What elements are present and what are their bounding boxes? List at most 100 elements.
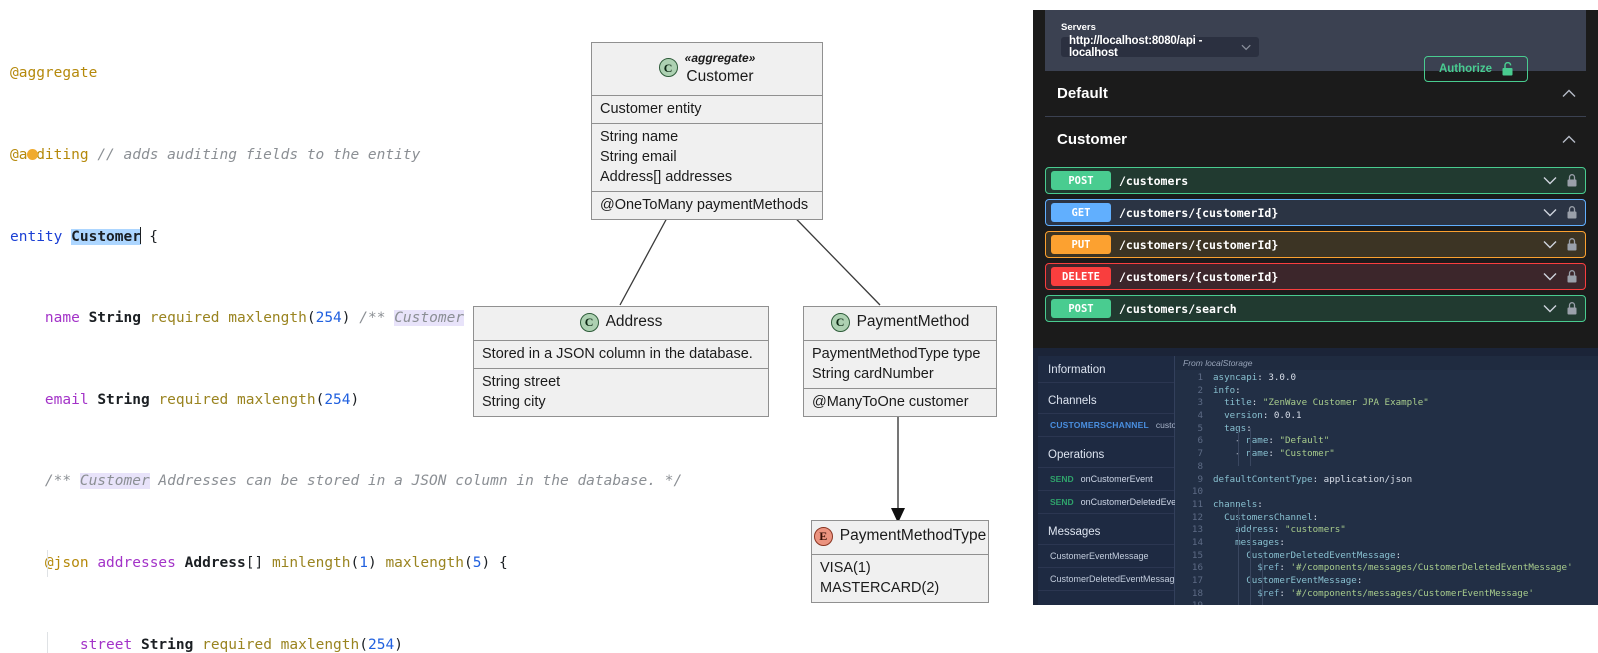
- uml-class-address[interactable]: C Address Stored in a JSON column in the…: [473, 306, 769, 417]
- chevron-down-icon[interactable]: [1543, 272, 1557, 281]
- code-line[interactable]: 10: [1175, 486, 1598, 499]
- sidebar-item-channel[interactable]: CUSTOMERSCHANNEL custom...: [1038, 414, 1190, 437]
- code-line[interactable]: 17 CustomerEventMessage:: [1175, 575, 1598, 588]
- sidebar-header-operations[interactable]: Operations: [1038, 437, 1174, 468]
- swagger-ui-panel[interactable]: Servers http://localhost:8080/api - loca…: [1033, 10, 1598, 348]
- code-line[interactable]: 6 - name: "Default": [1175, 435, 1598, 448]
- chevron-up-icon[interactable]: [1562, 135, 1576, 144]
- operation-row[interactable]: GET/customers/{customerId}: [1045, 199, 1586, 226]
- line-number: 1: [1197, 372, 1203, 383]
- line-number: 14: [1191, 536, 1203, 548]
- code-line[interactable]: 8: [1175, 461, 1598, 474]
- send-badge: SEND: [1050, 474, 1074, 484]
- code-line[interactable]: street String required maxlength(254): [10, 631, 1033, 653]
- lock-icon[interactable]: [1567, 302, 1577, 315]
- operation-row[interactable]: PUT/customers/{customerId}: [1045, 231, 1586, 258]
- code-line[interactable]: @aggregate: [10, 65, 98, 82]
- code-line[interactable]: 5 tags:: [1175, 423, 1598, 436]
- server-select[interactable]: http://localhost:8080/api - localhost: [1061, 35, 1259, 59]
- uml-class-name: PaymentMethod: [856, 313, 970, 331]
- line-text: address: "customers": [1235, 524, 1346, 536]
- lock-icon[interactable]: [1567, 238, 1577, 251]
- asyncapi-sidebar[interactable]: Information Channels CUSTOMERSCHANNEL cu…: [1038, 356, 1190, 605]
- uml-field: String email: [600, 148, 677, 165]
- lightbulb-quickfix-icon[interactable]: [27, 149, 39, 160]
- chevron-down-icon[interactable]: [1543, 304, 1557, 313]
- chevron-down-icon[interactable]: [1543, 208, 1557, 217]
- line-text: CustomerEventMessage:: [1246, 575, 1363, 586]
- sidebar-header-information[interactable]: Information: [1038, 356, 1174, 383]
- code-line[interactable]: @json addresses Address[] minlength(1) m…: [10, 549, 1033, 578]
- indent-guide: [1238, 428, 1239, 466]
- uml-class-header: C PaymentMethod: [804, 307, 996, 341]
- code-line[interactable]: @auditing // adds auditing fields to the…: [10, 147, 421, 163]
- lock-icon[interactable]: [1567, 270, 1577, 283]
- code-line[interactable]: 13 address: "customers": [1175, 524, 1598, 537]
- uml-class-header: C «aggregate» Customer: [592, 43, 822, 96]
- http-verb-badge: POST: [1051, 299, 1111, 318]
- chevron-down-icon[interactable]: [1543, 240, 1557, 249]
- operation-row[interactable]: DELETE/customers/{customerId}: [1045, 263, 1586, 290]
- tag-group-default[interactable]: Default: [1045, 71, 1586, 117]
- code-line[interactable]: 4 version: 0.0.1: [1175, 410, 1598, 423]
- uml-class-customer[interactable]: C «aggregate» Customer Customer entity S…: [591, 42, 823, 220]
- code-line[interactable]: 7 - name: "Customer": [1175, 448, 1598, 461]
- line-number: 16: [1191, 562, 1203, 574]
- uml-enum-paymentmethodtype[interactable]: E PaymentMethodType VISA(1) MASTERCARD(2…: [811, 520, 989, 603]
- http-verb-badge: PUT: [1051, 235, 1111, 254]
- sidebar-header-channels[interactable]: Channels: [1038, 383, 1174, 414]
- sidebar-item-message[interactable]: CustomerEventMessage: [1038, 545, 1174, 568]
- sidebar-item-operation[interactable]: SEND onCustomerDeletedEvent: [1038, 491, 1184, 514]
- channel-badge: CUSTOMERSCHANNEL: [1050, 420, 1149, 430]
- lock-icon[interactable]: [1567, 174, 1577, 187]
- uml-class-header: C Address: [474, 307, 768, 341]
- code-line[interactable]: /** Customer Addresses can be stored in …: [44, 473, 683, 490]
- uml-class-paymentmethod[interactable]: C PaymentMethod PaymentMethodType type S…: [803, 306, 997, 417]
- line-text: messages:: [1235, 536, 1285, 548]
- line-text: - name: "Default": [1235, 435, 1330, 447]
- chevron-up-icon[interactable]: [1562, 89, 1576, 98]
- code-line[interactable]: email String required maxlength(254): [44, 391, 360, 408]
- code-line[interactable]: 19: [1175, 600, 1598, 605]
- chevron-down-icon[interactable]: [1543, 176, 1557, 185]
- code-line[interactable]: 12 CustomersChannel:: [1175, 512, 1598, 525]
- code-source-label: From localStorage: [1175, 356, 1598, 370]
- sidebar-item-operation[interactable]: SEND onCustomerEvent: [1038, 468, 1174, 491]
- lock-icon[interactable]: [1567, 206, 1577, 219]
- line-number: 8: [1197, 460, 1203, 472]
- line-number: 13: [1191, 524, 1203, 536]
- sidebar-header-messages[interactable]: Messages: [1038, 514, 1174, 545]
- line-text: channels:: [1213, 498, 1263, 510]
- operation-row[interactable]: POST/customers: [1045, 167, 1586, 194]
- authorize-button[interactable]: Authorize: [1423, 56, 1528, 82]
- class-c-icon: C: [830, 313, 850, 332]
- tag-group-customer[interactable]: Customer: [1045, 117, 1586, 162]
- operation-path: /customers/{customerId}: [1119, 269, 1279, 284]
- asyncapi-panel[interactable]: Information Channels CUSTOMERSCHANNEL cu…: [1033, 348, 1598, 605]
- code-line[interactable]: 18 $ref: '#/components/messages/Customer…: [1175, 588, 1598, 601]
- sidebar-item-message[interactable]: CustomerDeletedEventMessage: [1038, 568, 1180, 591]
- http-verb-badge: POST: [1051, 171, 1111, 190]
- send-badge: SEND: [1050, 497, 1074, 507]
- operation-path: /customers/{customerId}: [1119, 237, 1279, 252]
- code-line[interactable]: 16 $ref: '#/components/messages/Customer…: [1175, 562, 1598, 575]
- operation-row[interactable]: POST/customers/search: [1045, 295, 1586, 322]
- code-line[interactable]: 14 messages:: [1175, 537, 1598, 550]
- line-text: version: 0.0.1: [1224, 410, 1302, 422]
- line-number: 12: [1191, 511, 1203, 523]
- code-line[interactable]: 9 defaultContentType: application/json: [1175, 474, 1598, 487]
- uml-enum-values: VISA(1) MASTERCARD(2): [812, 555, 988, 602]
- line-number: 9: [1197, 473, 1203, 485]
- servers-bar: Servers http://localhost:8080/api - loca…: [1045, 10, 1586, 71]
- code-line[interactable]: 15 CustomerDeletedEventMessage:: [1175, 550, 1598, 563]
- uml-field: Address[] addresses: [600, 168, 733, 185]
- uml-fields: String street String city: [474, 369, 768, 416]
- code-line-active[interactable]: entity Customer {: [0, 223, 1033, 251]
- code-line[interactable]: 3 title: "ZenWave Customer JPA Example": [1175, 397, 1598, 410]
- line-text: defaultContentType: application/json: [1213, 473, 1413, 485]
